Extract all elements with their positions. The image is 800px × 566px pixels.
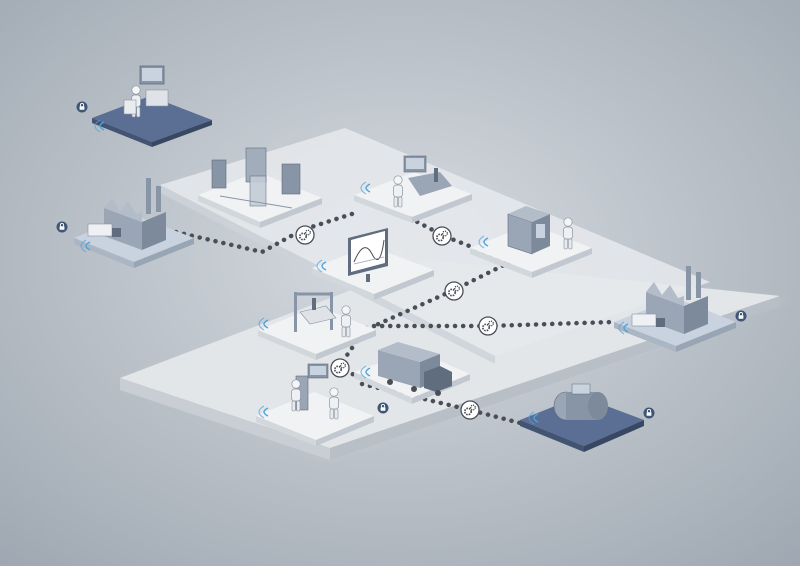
- node-factory-right[interactable]: [614, 266, 747, 352]
- control-cabinet-icon: [507, 206, 573, 255]
- node-assembly-station[interactable]: [256, 363, 389, 446]
- gear-icon: [444, 281, 464, 301]
- lock-icon: [76, 101, 88, 113]
- generator-motor-icon: [553, 383, 608, 421]
- gear-icon: [295, 225, 315, 245]
- node-workstation[interactable]: [76, 65, 213, 147]
- connection-factory-left-to-server-rack: [173, 209, 361, 255]
- operator-workstation-icon: [123, 65, 169, 118]
- factory-icon: [87, 178, 166, 250]
- lock-icon: [643, 407, 655, 419]
- node-generator[interactable]: [520, 383, 655, 452]
- operator-console-icon: [393, 155, 452, 208]
- gear-icon: [478, 316, 498, 336]
- node-monitor-chart[interactable]: [312, 228, 434, 300]
- server-cabinets-icon: [211, 147, 301, 209]
- lock-icon: [735, 310, 747, 322]
- gear-icon: [460, 400, 480, 420]
- assembly-station-icon: [291, 363, 339, 420]
- node-truck-dock[interactable]: [354, 342, 470, 404]
- lock-icon: [377, 402, 389, 414]
- robot-cell-icon: [294, 292, 351, 338]
- factory-icon: [631, 266, 708, 334]
- truck-icon: [378, 342, 452, 396]
- lock-icon: [56, 221, 68, 233]
- monitoring-display-icon: [348, 228, 388, 282]
- node-control-cabinet[interactable]: [470, 206, 592, 278]
- gear-icon: [432, 226, 452, 246]
- node-factory-left[interactable]: [56, 178, 195, 268]
- node-operator-console[interactable]: [354, 155, 472, 223]
- node-server-rack[interactable]: [198, 147, 322, 228]
- gear-icon: [330, 358, 350, 378]
- node-robot-cell[interactable]: [258, 292, 376, 360]
